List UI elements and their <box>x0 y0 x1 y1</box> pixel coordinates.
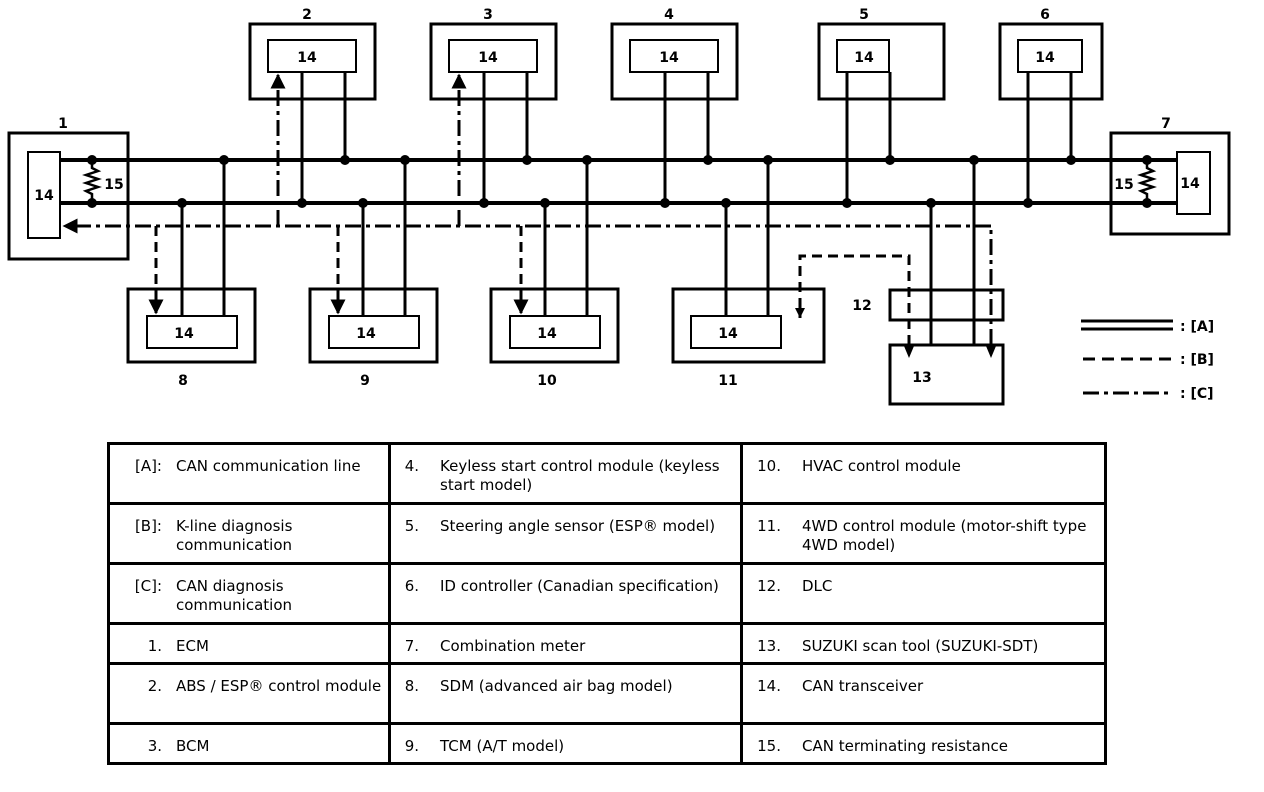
item-key: [A]: <box>134 457 162 475</box>
item-key: 11. <box>757 517 781 535</box>
transceiver-label: 14 <box>1035 50 1055 66</box>
table-row: [B]: K-line diagnosis communication 5. Ste… <box>107 502 1107 565</box>
label-7: 7 <box>1161 116 1171 132</box>
label-12: 12 <box>852 298 871 314</box>
item-key: [B]: <box>134 517 162 535</box>
table-row: [A]: CAN communication line 4. Keyless sta… <box>107 442 1107 505</box>
item-key: 1. <box>147 637 162 655</box>
transceiver-label: 14 <box>34 188 54 204</box>
table-row: [C]: CAN diagnosis communication 6. ID con… <box>107 562 1107 625</box>
item-text: CAN diagnosis communication <box>176 577 293 614</box>
transceiver-label: 14 <box>478 50 498 66</box>
item-text: Combination meter <box>440 637 586 655</box>
item-text: ABS / ESP® control module <box>176 677 382 695</box>
item-text: BCM <box>176 737 210 755</box>
terminating-resistor-right <box>1137 160 1157 203</box>
resistor-label: 15 <box>1114 177 1133 193</box>
item-key: 2. <box>147 677 162 695</box>
label-1: 1 <box>58 116 68 132</box>
item-text: Steering angle sensor (ESP® model) <box>440 517 716 535</box>
item-key: [C]: <box>134 577 162 595</box>
transceiver-label: 14 <box>854 50 874 66</box>
item-key: 10. <box>757 457 781 475</box>
item-text: K-line diagnosis communication <box>176 517 293 554</box>
legend-a-label: : [A] <box>1180 319 1214 335</box>
item-text: TCM (A/T model) <box>440 737 565 755</box>
transceiver-4 <box>629 39 719 73</box>
label-10: 10 <box>537 373 557 389</box>
item-text: CAN transceiver <box>802 677 924 695</box>
dlc-box <box>888 288 1005 322</box>
transceiver-label: 14 <box>297 50 317 66</box>
transceiver-label: 14 <box>718 326 738 342</box>
transceiver-label: 14 <box>1180 176 1200 192</box>
item-text: SUZUKI scan tool (SUZUKI-SDT) <box>802 637 1039 655</box>
transceiver-9 <box>328 315 420 349</box>
terminating-resistor-left <box>82 160 102 203</box>
item-text: SDM (advanced air bag model) <box>440 677 673 695</box>
scan-tool-box <box>888 343 1005 406</box>
label-2: 2 <box>302 7 312 23</box>
transceiver-8 <box>146 315 238 349</box>
item-key: 5. <box>404 517 419 535</box>
transceiver-6 <box>1017 39 1083 73</box>
legend-b-label: : [B] <box>1180 352 1214 368</box>
item-key: 3. <box>147 737 162 755</box>
label-6: 6 <box>1040 7 1050 23</box>
table-row: 2. ABS / ESP® control module 8. SDM (advan… <box>107 662 1107 725</box>
transceiver-7 <box>1176 151 1211 215</box>
legend-table: [A]: CAN communication line 4. Keyless sta… <box>107 442 1107 765</box>
item-key: 8. <box>404 677 419 695</box>
label-11: 11 <box>718 373 737 389</box>
resistor-label: 15 <box>104 177 123 193</box>
transceiver-2 <box>267 39 357 73</box>
item-key: 4. <box>404 457 419 475</box>
transceiver-label: 14 <box>537 326 557 342</box>
transceiver-label: 14 <box>356 326 376 342</box>
item-text: HVAC control module <box>802 457 961 475</box>
label-13: 13 <box>912 370 931 386</box>
item-key: 15. <box>757 737 781 755</box>
transceiver-3 <box>448 39 538 73</box>
transceiver-11 <box>690 315 782 349</box>
item-text: CAN communication line <box>176 457 361 475</box>
label-9: 9 <box>360 373 370 389</box>
label-4: 4 <box>664 7 674 23</box>
label-8: 8 <box>178 373 188 389</box>
item-key: 12. <box>757 577 781 595</box>
transceiver-5 <box>836 39 890 73</box>
transceiver-label: 14 <box>659 50 679 66</box>
item-text: CAN terminating resistance <box>802 737 1008 755</box>
transceiver-label: 14 <box>174 326 194 342</box>
item-key: 13. <box>757 637 781 655</box>
label-3: 3 <box>483 7 493 23</box>
item-text: ID controller (Canadian specification) <box>440 577 719 595</box>
item-key: 14. <box>757 677 781 695</box>
item-key: 6. <box>404 577 419 595</box>
item-text: ECM <box>176 637 209 655</box>
transceiver-1 <box>27 151 61 239</box>
legend-c-label: : [C] <box>1180 386 1214 402</box>
transceiver-10 <box>509 315 601 349</box>
can-network-diagram: 1 7 2 3 4 5 6 8 9 10 11 12 13 14 14 14 1… <box>7 7 1231 406</box>
label-5: 5 <box>859 7 869 23</box>
table-row: 3. BCM 9. TCM (A/T model) 15. CAN terminati… <box>107 722 1107 765</box>
item-text: Keyless start control module (keyless st… <box>440 457 720 494</box>
item-key: 7. <box>404 637 419 655</box>
item-text: 4WD control module (motor-shift type 4WD… <box>802 517 1087 554</box>
module-1-box <box>7 131 130 261</box>
item-key: 9. <box>404 737 419 755</box>
table-row: 1. ECM 7. Combination meter 13. SUZUKI scan… <box>107 622 1107 665</box>
item-text: DLC <box>802 577 833 595</box>
